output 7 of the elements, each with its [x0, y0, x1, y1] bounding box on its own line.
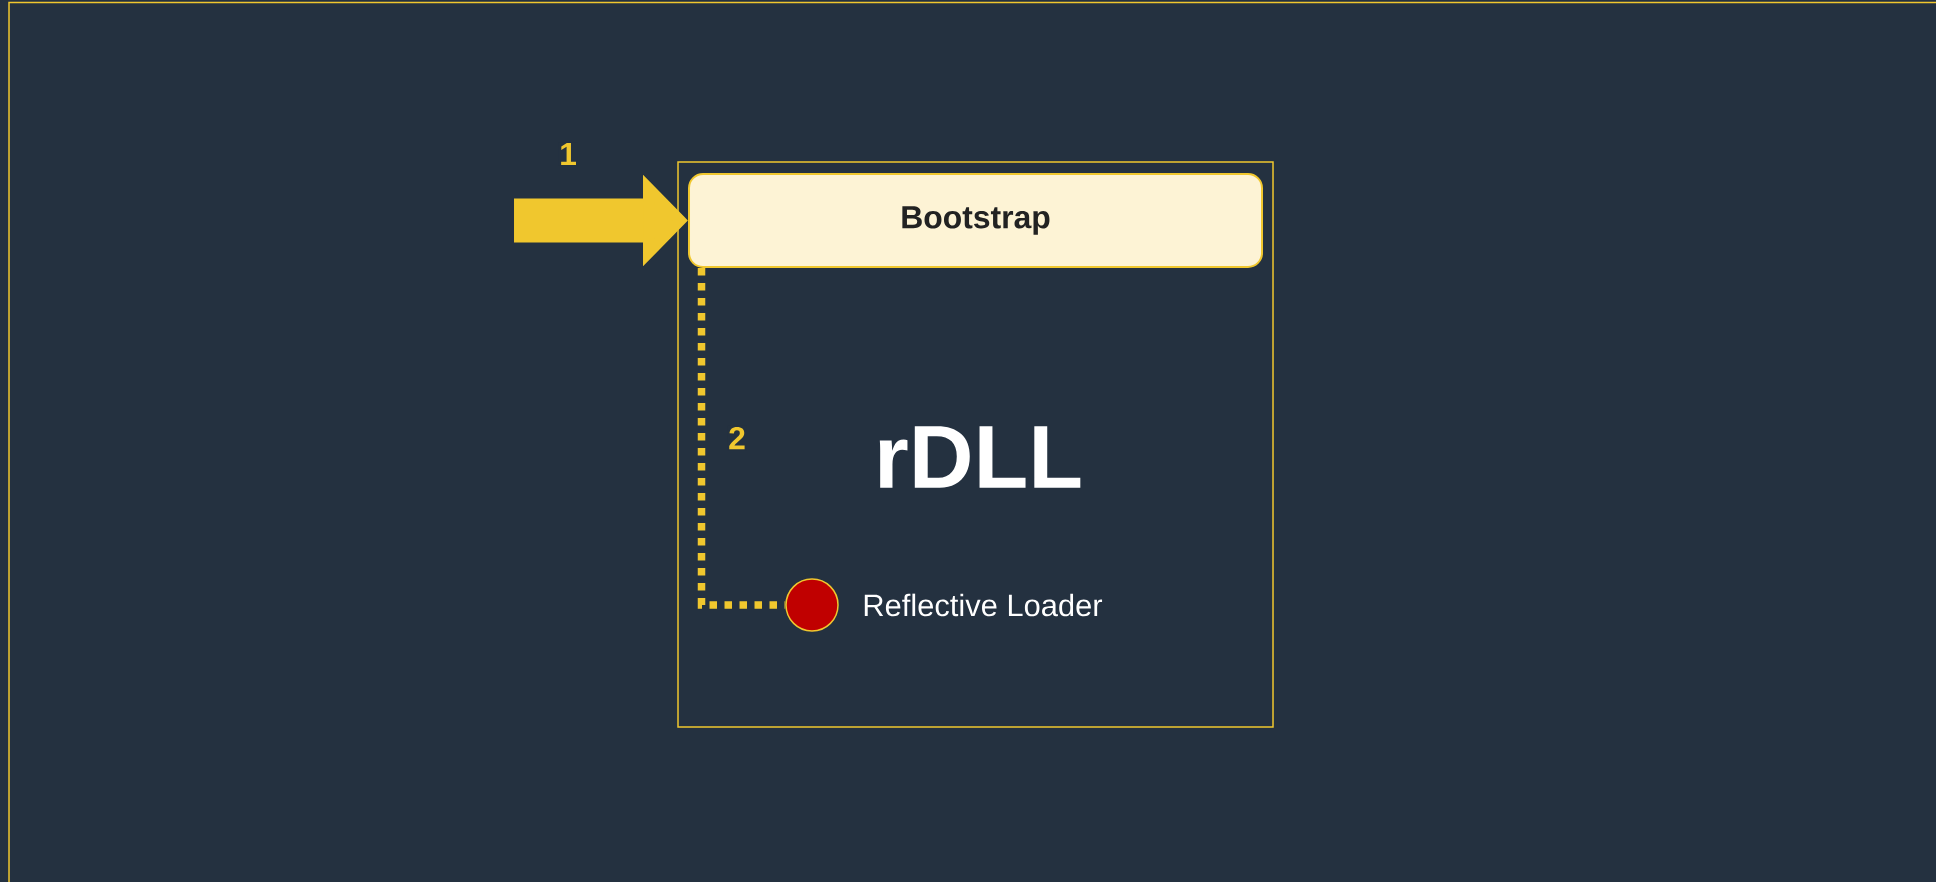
step-number: 1 [558, 142, 578, 166]
module-title: rDLL [879, 426, 1081, 488]
module-box [677, 161, 1274, 728]
loader-dot [785, 578, 839, 632]
step-number: 2 [727, 425, 747, 451]
header-box: Bootstrap [688, 173, 1263, 268]
component-label: Reflective Loader [864, 593, 1103, 617]
